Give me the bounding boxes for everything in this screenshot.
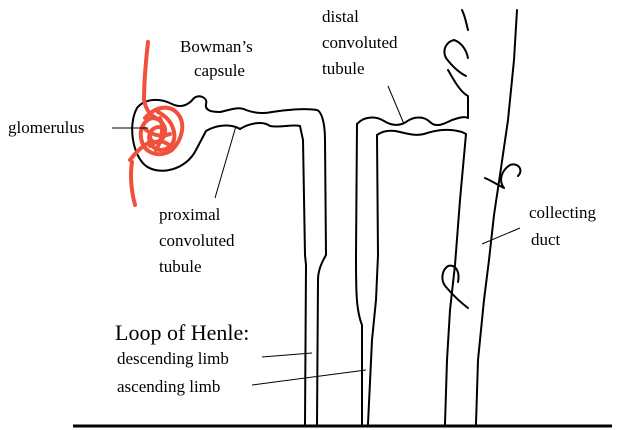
proximal-label-line2: convoluted (159, 231, 235, 250)
descending-limb-label: descending limb (117, 349, 229, 368)
distal-label-line3: tubule (322, 59, 365, 78)
distal-label-line1: distal (322, 7, 359, 26)
ascending-limb-label: ascending limb (117, 377, 220, 396)
collecting-duct-left (462, 10, 468, 30)
loop-of-henle-title: Loop of Henle: (115, 320, 249, 345)
distal-label-line2: convoluted (322, 33, 398, 52)
bowmans-label-line1: Bowman’s (180, 37, 253, 56)
leader-distal (388, 86, 404, 124)
collecting-duct-right (476, 10, 517, 424)
branch-tube-middle (485, 164, 520, 188)
leader-proximal (215, 126, 236, 198)
bowmans-label-line2: capsule (194, 61, 245, 80)
leader-ascending (252, 370, 366, 385)
collecting-label-line1: collecting (529, 203, 597, 222)
collecting-label-line2: duct (531, 230, 561, 249)
glomerulus-label: glomerulus (8, 118, 85, 137)
distal-tubule-bottom (377, 130, 466, 424)
proximal-label-line3: tubule (159, 257, 202, 276)
glomerulus-vessels (130, 42, 182, 205)
ascending-limb-right (368, 135, 378, 424)
proximal-label-line1: proximal (159, 205, 221, 224)
distal-tubule-top (357, 70, 468, 125)
leader-collecting (482, 228, 520, 244)
ascending-limb-left (356, 124, 362, 424)
